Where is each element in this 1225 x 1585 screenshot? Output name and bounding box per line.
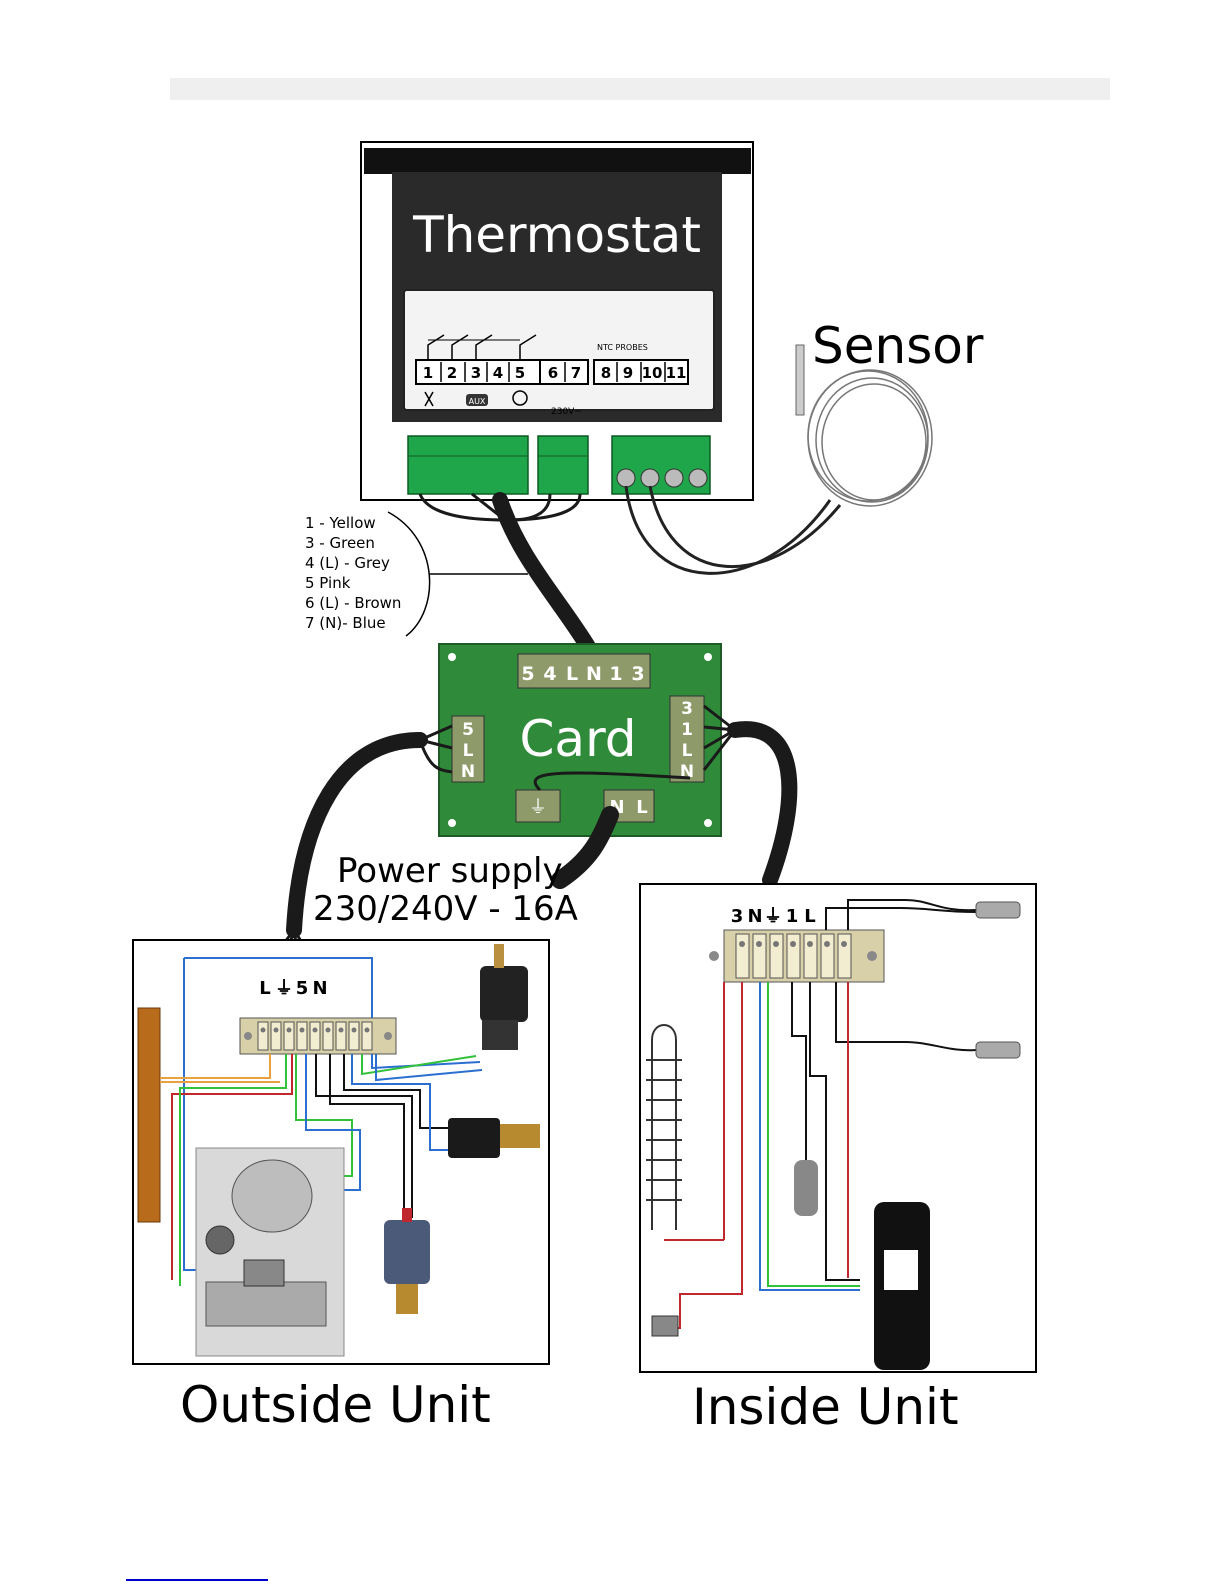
card-top-terminal: 1	[609, 663, 622, 685]
thermostat-terminal-4: 4	[493, 364, 503, 382]
thermostat-terminal-9: 9	[623, 364, 633, 382]
inside-terminal-label: ⏚	[764, 906, 782, 927]
card-top-terminal: L	[566, 663, 578, 685]
outside-terminal-label: 5	[296, 978, 309, 999]
footer-underline	[126, 1579, 268, 1581]
thermostat-terminal-7: 7	[571, 364, 581, 382]
outside-terminal-label: ⏚	[275, 978, 293, 999]
legend-line: 4 (L) - Grey	[305, 554, 390, 572]
outside-terminal-label: N	[312, 978, 327, 999]
card-top-terminal: 4	[543, 663, 556, 685]
inside-terminal-label: N	[747, 906, 762, 927]
power-supply-line1: Power supply	[337, 851, 563, 891]
thermostat-terminal-3: 3	[471, 364, 481, 382]
card-top-terminal: 5	[521, 663, 534, 685]
inside-terminal-label: 3	[731, 906, 744, 927]
legend-line: 5 Pink	[305, 574, 351, 592]
legend-line: 3 - Green	[305, 534, 375, 552]
card-left-terminal: 5	[462, 720, 474, 740]
power-supply: Power supply 230/240V - 16A	[313, 851, 578, 929]
legend-line: 7 (N)- Blue	[305, 614, 386, 632]
ntc-label: NTC PROBES	[597, 343, 648, 352]
thermostat-terminal-10: 10	[642, 364, 663, 382]
voltage-label: 230V~	[551, 407, 582, 417]
thermostat-title: Thermostat	[412, 206, 701, 264]
outside-terminal-label: L	[259, 978, 270, 999]
card-top-terminal: 3	[631, 663, 644, 685]
thermostat-terminal-6: 6	[548, 364, 558, 382]
card-top-terminal: N	[586, 663, 602, 685]
card-left-terminal: N	[461, 762, 475, 782]
wire-legend: 1 - Yellow 3 - Green 4 (L) - Grey 5 Pink 6 (…	[305, 512, 528, 636]
thermostat-terminal-2: 2	[447, 364, 457, 382]
card-right-terminal: 3	[681, 699, 693, 719]
card-ground-terminal: ⏚	[529, 797, 547, 818]
inside-terminal-label: L	[804, 906, 815, 927]
outside-unit-label: Outside Unit	[180, 1376, 491, 1434]
thermostat-terminal-5: 5	[515, 364, 525, 382]
card-left-terminal: L	[463, 741, 474, 761]
thermostat-terminal-11: 11	[666, 364, 687, 382]
inside-terminal-label: 1	[786, 906, 799, 927]
card-right-terminal: L	[682, 741, 693, 761]
thermostat-terminal-1: 1	[423, 364, 433, 382]
aux-label: AUX	[469, 397, 486, 406]
thermostat-terminal-8: 8	[601, 364, 611, 382]
card-label: Card	[520, 710, 637, 768]
power-supply-line2: 230/240V - 16A	[313, 889, 578, 929]
card-power-l: L	[636, 797, 647, 818]
legend-line: 1 - Yellow	[305, 514, 376, 532]
inside-unit-label: Inside Unit	[692, 1378, 959, 1436]
legend-line: 6 (L) - Brown	[305, 594, 401, 612]
sensor-label: Sensor	[812, 317, 984, 375]
card-right-terminal: 1	[681, 720, 693, 740]
